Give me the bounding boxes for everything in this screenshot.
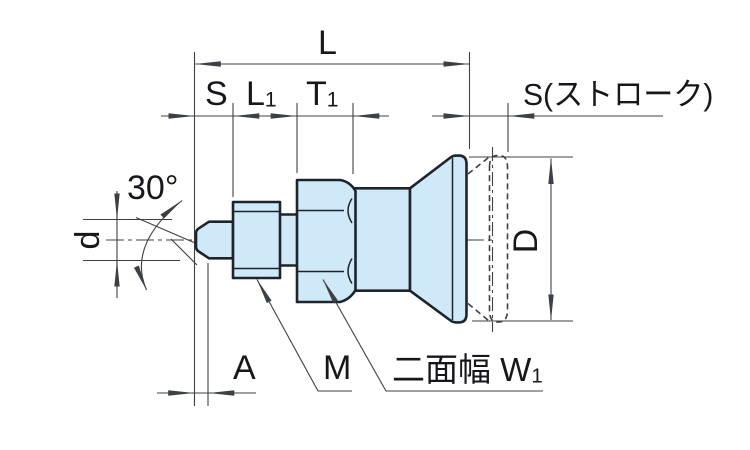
dim-label-width-across-flats: 二面幅 W1 bbox=[392, 351, 543, 388]
dim-label-knob-diameter: D bbox=[507, 228, 545, 254]
retracted-knob-outline bbox=[467, 154, 509, 323]
knob bbox=[408, 154, 468, 324]
thread-neck bbox=[277, 213, 300, 267]
dim-label-overall-length: L bbox=[318, 24, 337, 62]
dim-label-angle: 30° bbox=[127, 169, 179, 207]
dim-label-stroke-note: S(ストローク) bbox=[523, 77, 714, 112]
hex-section bbox=[295, 178, 357, 304]
knob-shoulder bbox=[352, 187, 412, 293]
dim-label-t1: T1 bbox=[306, 75, 339, 113]
dim-label-stroke-s: S bbox=[205, 75, 228, 113]
threaded-section bbox=[231, 200, 282, 280]
dim-label-thread-size: M bbox=[323, 349, 352, 387]
hex-chamfer-arc-bottom bbox=[347, 258, 353, 284]
hex-chamfer-arc-top bbox=[347, 198, 353, 224]
dim-label-l1: L1 bbox=[246, 75, 277, 113]
plunger-body bbox=[194, 154, 468, 324]
dim-label-pin-diameter: d bbox=[69, 230, 107, 250]
leader-lines bbox=[256, 279, 543, 392]
leader-thread-M bbox=[256, 279, 352, 392]
angle-annotation-30deg bbox=[133, 200, 203, 291]
leader-width-across-flats bbox=[322, 279, 543, 392]
dim-label-tip-length: A bbox=[233, 349, 256, 387]
pin bbox=[194, 220, 235, 260]
